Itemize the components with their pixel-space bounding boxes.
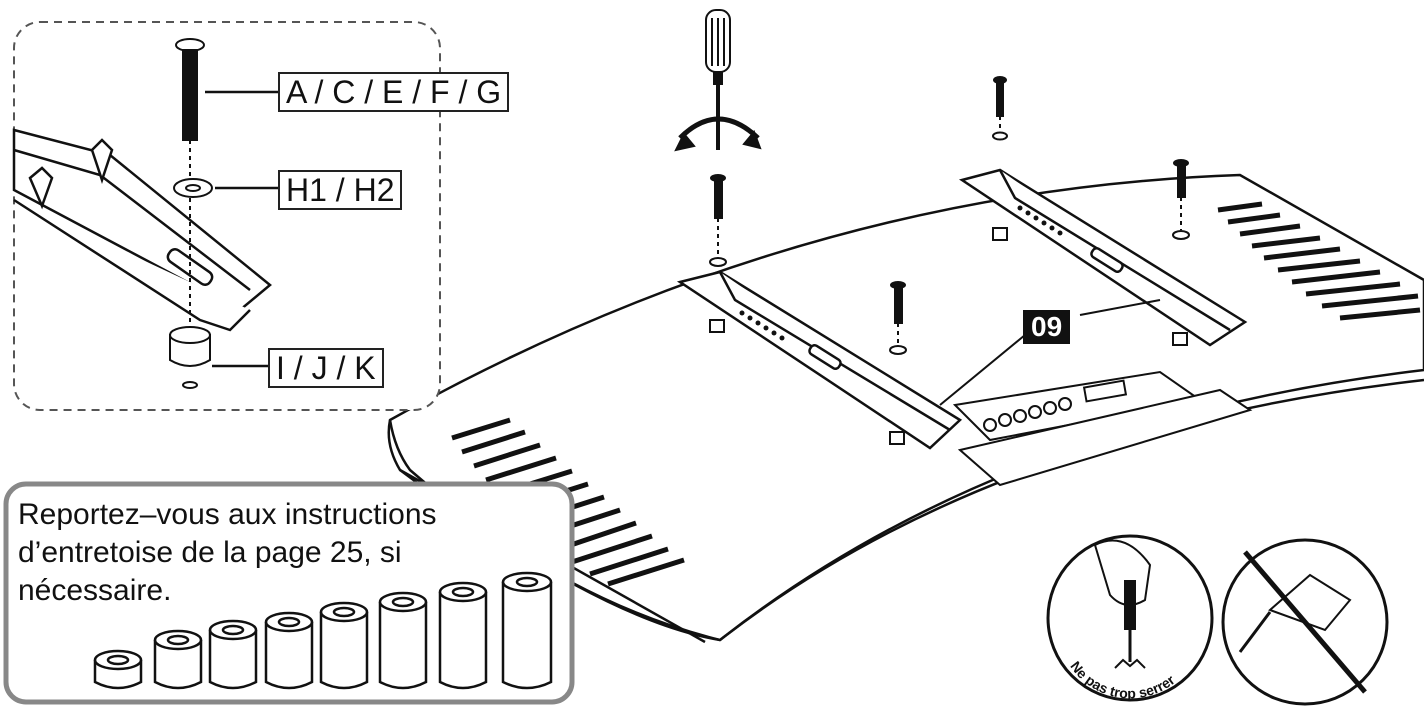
spacer-set: [93, 571, 553, 690]
screws-main: [709, 76, 1190, 445]
note-panel: [3, 481, 575, 705]
detail-panel: [12, 21, 441, 411]
mounting-bracket-right: [958, 168, 1248, 347]
part-leader-lines: [939, 299, 1161, 406]
part-number-tag: 09: [1023, 310, 1071, 344]
hand-screwdriver-icon: Ne pas trop serrer: [1046, 534, 1214, 702]
vent-grille-right: [1217, 201, 1421, 321]
screw-part-label: A / C / E / F / G: [278, 72, 510, 112]
spacer-part-label: I / J / K: [268, 348, 384, 388]
spacer-instruction-note: Reportez–vous aux instructions d’entreto…: [18, 498, 437, 607]
screwdriver-icon: [674, 9, 762, 152]
power-drill-prohibited-icon: [1221, 538, 1389, 706]
washer-part-label: H1 / H2: [278, 170, 403, 210]
mounting-bracket-left: [676, 270, 963, 450]
connector-panel: [952, 370, 1253, 487]
